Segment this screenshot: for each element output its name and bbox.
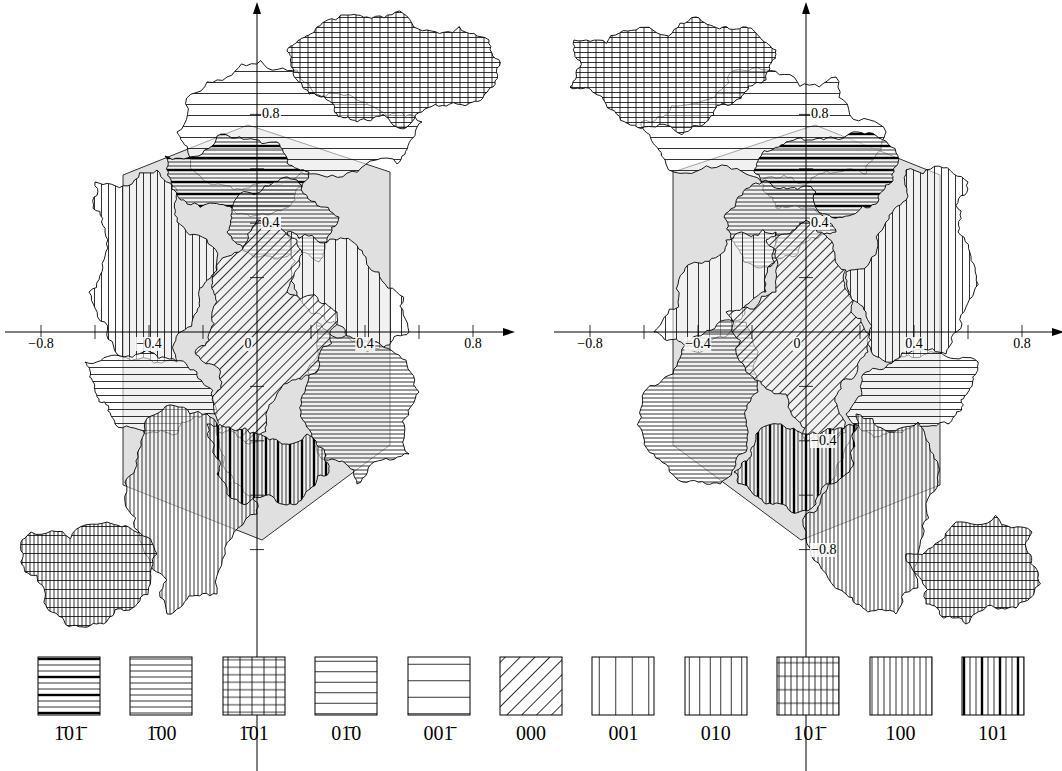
tile-ground: [570, 17, 776, 135]
tile-ground: [21, 522, 157, 627]
axis-tick-label: 0: [244, 337, 253, 351]
fractal-tile: [287, 11, 500, 129]
legend-label: 010: [676, 722, 756, 744]
axes: [554, 2, 1062, 771]
legend-swatch: [591, 656, 655, 716]
axes: [5, 2, 515, 771]
legend-label: 1̄00: [121, 722, 201, 744]
axis-tick-label: 0.4: [261, 216, 281, 230]
axis-tick-label: −0.4: [684, 337, 711, 351]
legend-entry: 100: [861, 656, 941, 744]
axis-tick-label: −0.8: [27, 337, 54, 351]
fractal-tile: [906, 515, 1041, 624]
legend-swatch: [407, 656, 471, 716]
axis-tick-label: −0.4: [810, 434, 837, 448]
axis-tick-label: 0: [793, 337, 802, 351]
legend-entry: 101: [953, 656, 1033, 744]
tile-ground: [726, 220, 871, 442]
legend-swatch: [222, 656, 286, 716]
legend-label: 101̄: [768, 722, 848, 744]
legend-label: 1̄01̄: [29, 722, 109, 744]
legend-label: 1̄01: [214, 722, 294, 744]
fractal-tile: [726, 220, 871, 442]
fractal-tile: [734, 424, 856, 514]
legend-label: 001: [583, 722, 663, 744]
axis-tick-label: 0.8: [463, 337, 483, 351]
legend-entry: 01̄0: [306, 656, 386, 744]
legend-swatch: [129, 656, 193, 716]
axis-tick-label: 0.8: [810, 107, 830, 121]
legend-swatch: [314, 656, 378, 716]
fractal-tile: [803, 414, 940, 614]
legend-swatch: [499, 656, 563, 716]
legend-entry: 1̄00: [121, 656, 201, 744]
fractal-tile: [21, 522, 157, 627]
tile-ground: [734, 424, 856, 514]
tile-ground: [803, 414, 940, 614]
legend-entry: 000: [491, 656, 571, 744]
axis-tick-label: 0.8: [1012, 337, 1032, 351]
tile-panel: [21, 11, 501, 627]
axis-tick-label: 0.4: [355, 337, 375, 351]
axis-tick-label: 0.4: [904, 337, 924, 351]
legend-entry: 001̄: [399, 656, 479, 744]
axis-tick-label: −0.4: [135, 337, 162, 351]
legend-swatch: [37, 656, 101, 716]
legend-entry: 1̄01: [214, 656, 294, 744]
legend-label: 101: [953, 722, 1033, 744]
legend-swatch: [961, 656, 1025, 716]
legend-swatch: [776, 656, 840, 716]
legend-swatch: [684, 656, 748, 716]
legend-entry: 1̄01̄: [29, 656, 109, 744]
axis-tick-label: 0.4: [810, 216, 830, 230]
tile-panel: [570, 17, 1040, 624]
fractal-tile: [207, 424, 329, 505]
tile-ground: [906, 515, 1041, 624]
legend-label: 100: [861, 722, 941, 744]
axis-tick-label: −0.8: [810, 543, 837, 557]
legend-swatch: [869, 656, 933, 716]
legend-entry: 101̄: [768, 656, 848, 744]
legend-label: 000: [491, 722, 571, 744]
legend-label: 001̄: [399, 722, 479, 744]
tile-ground: [287, 11, 500, 129]
fractal-tile: [570, 17, 776, 135]
legend-entry: 010: [676, 656, 756, 744]
legend-entry: 001: [583, 656, 663, 744]
axis-tick-label: 0.8: [261, 107, 281, 121]
axis-tick-label: −0.8: [576, 337, 603, 351]
tile-ground: [207, 424, 329, 505]
legend-label: 01̄0: [306, 722, 386, 744]
